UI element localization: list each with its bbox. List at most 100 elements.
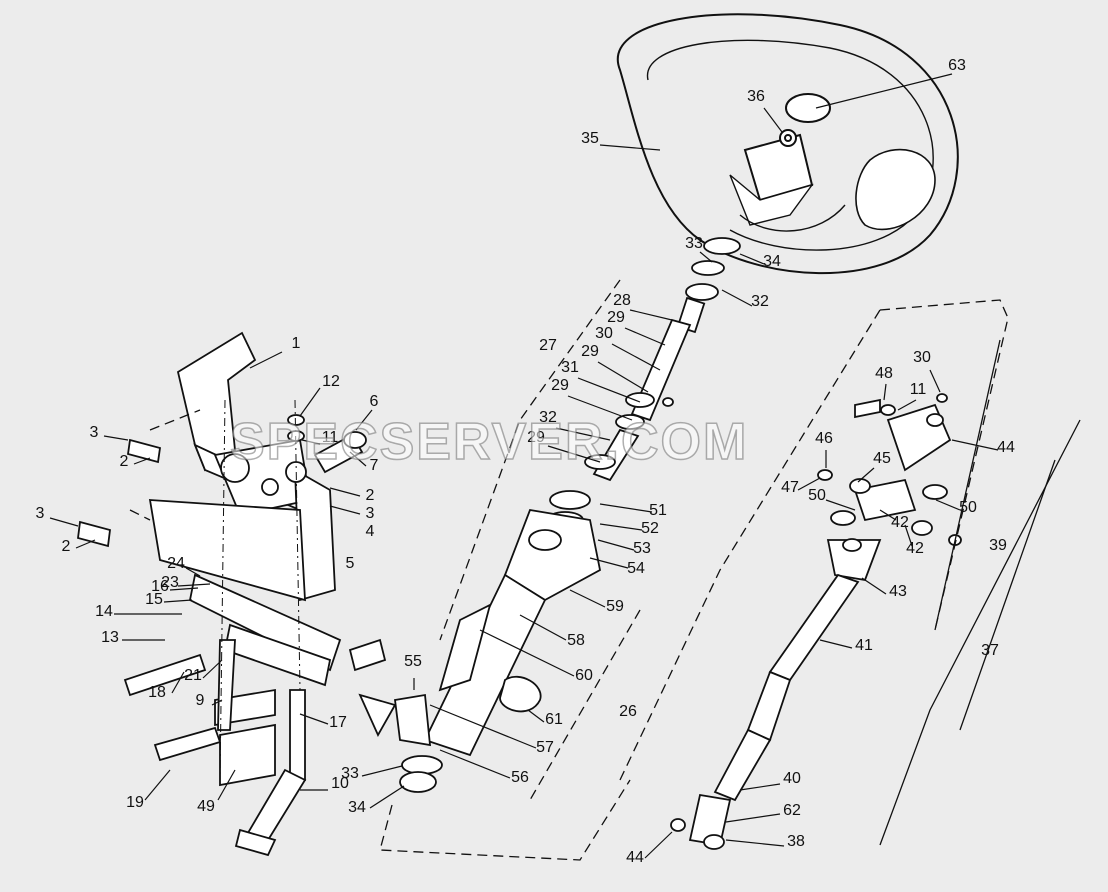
- callout-label-46: 46: [815, 430, 833, 447]
- leader-line-34: [369, 785, 405, 809]
- leader-line-9: [211, 699, 223, 706]
- leader-line-59: [569, 589, 606, 608]
- leader-line-12: [299, 387, 321, 417]
- callout-label-31: 31: [561, 359, 579, 376]
- callout-labels: 1234567910111213141516171819212324493232…: [36, 57, 1015, 866]
- callout-label-34: 34: [348, 799, 366, 816]
- leader-line-19: [144, 769, 171, 801]
- leader-line-21: [202, 659, 223, 679]
- callout-label-50: 50: [959, 499, 977, 516]
- leader-line-29: [567, 395, 633, 421]
- callout-label-38: 38: [787, 833, 805, 850]
- callout-label-23: 23: [161, 574, 179, 591]
- leader-line-42: [904, 524, 913, 547]
- assembly-axis-lines: [219, 399, 301, 781]
- leader-line-32: [555, 427, 611, 441]
- callout-label-30: 30: [913, 349, 931, 366]
- leader-line-3: [329, 505, 361, 515]
- callout-label-58: 58: [567, 632, 585, 649]
- leader-line-36: [763, 107, 783, 133]
- leader-line-40: [739, 783, 781, 791]
- callout-label-24: 24: [167, 555, 185, 572]
- callout-label-44: 44: [997, 439, 1015, 456]
- leader-line-29: [547, 445, 601, 463]
- leader-line-50: [825, 499, 856, 511]
- leader-line-3: [103, 435, 129, 441]
- extension-lines: [879, 339, 1081, 846]
- leader-line-45: [857, 467, 875, 483]
- leader-line-7: [349, 451, 367, 467]
- leader-line-1: [249, 351, 283, 369]
- callout-label-2: 2: [62, 538, 71, 555]
- leader-line-50: [935, 499, 961, 511]
- callout-label-40: 40: [783, 770, 801, 787]
- leader-line-11: [897, 399, 917, 411]
- callout-label-10: 10: [331, 775, 349, 792]
- callout-label-61: 61: [545, 711, 563, 728]
- callout-label-6: 6: [370, 393, 379, 410]
- callout-label-35: 35: [581, 130, 599, 147]
- callout-label-62: 62: [783, 802, 801, 819]
- callout-label-53: 53: [633, 540, 651, 557]
- callout-label-55: 55: [404, 653, 422, 670]
- callout-label-11: 11: [322, 429, 339, 446]
- leader-lines: [49, 73, 999, 859]
- callout-label-3: 3: [90, 424, 99, 441]
- leader-line-62: [725, 813, 781, 823]
- callout-label-30: 30: [595, 325, 613, 342]
- callout-label-3: 3: [366, 505, 375, 522]
- leader-line-15: [163, 599, 193, 603]
- leader-line-11: [301, 439, 321, 445]
- leader-line-24: [185, 567, 201, 577]
- callout-label-51: 51: [649, 502, 667, 519]
- leader-line-29: [597, 361, 649, 393]
- leader-line-34: [739, 253, 765, 265]
- leader-line-60: [479, 629, 575, 677]
- callout-label-5: 5: [346, 555, 355, 572]
- callout-label-59: 59: [606, 598, 624, 615]
- leader-line-57: [429, 704, 537, 749]
- callout-label-41: 41: [855, 637, 873, 654]
- callout-label-16: 16: [151, 578, 169, 595]
- callout-label-15: 15: [145, 591, 163, 608]
- callout-label-17: 17: [329, 714, 347, 731]
- leader-line-2: [329, 487, 361, 497]
- leader-line-48: [883, 383, 887, 401]
- cardan-shaft-assembly: [670, 393, 962, 850]
- leader-line-16: [169, 587, 199, 591]
- callout-label-44: 44: [626, 849, 644, 866]
- callout-label-60: 60: [575, 667, 593, 684]
- leader-line-33: [361, 765, 403, 777]
- leader-line-28: [629, 309, 673, 321]
- leader-line-18: [171, 671, 185, 694]
- leader-line-6: [355, 409, 373, 431]
- callout-label-33: 33: [685, 235, 703, 252]
- callout-label-18: 18: [148, 684, 166, 701]
- callout-label-21: 21: [184, 667, 202, 684]
- leader-line-23: [177, 583, 211, 587]
- callout-label-27: 27: [539, 337, 557, 354]
- leader-line-63: [815, 73, 953, 109]
- callout-label-37: 37: [981, 642, 999, 659]
- callout-label-26: 26: [619, 703, 637, 720]
- leader-line-44: [951, 439, 999, 451]
- leader-line-30: [611, 343, 661, 371]
- callout-label-2: 2: [120, 453, 129, 470]
- leader-line-3: [49, 517, 79, 527]
- callout-label-29: 29: [551, 377, 569, 394]
- callout-label-32: 32: [539, 409, 557, 426]
- leader-line-35: [599, 144, 661, 151]
- leader-line-38: [725, 839, 785, 847]
- group-outlines: [129, 279, 1009, 861]
- leader-line-42: [879, 509, 897, 521]
- callout-label-54: 54: [627, 560, 645, 577]
- leader-line-2: [75, 539, 96, 549]
- leader-line-29: [624, 327, 666, 346]
- callout-label-28: 28: [613, 292, 631, 309]
- callout-label-29: 29: [581, 343, 599, 360]
- pedal-bracket-assembly: [77, 331, 387, 857]
- leader-line-49: [217, 769, 236, 801]
- leader-line-41: [819, 639, 853, 649]
- callout-label-48: 48: [875, 365, 893, 382]
